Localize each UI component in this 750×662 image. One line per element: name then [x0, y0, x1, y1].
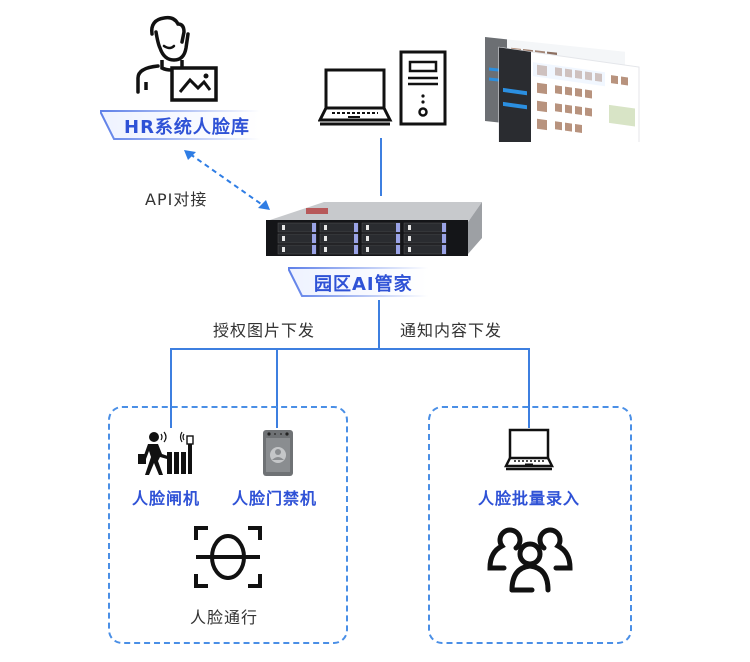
hr-system-banner: HR系统人脸库 [100, 110, 260, 140]
face-pass-label: 人脸通行 [190, 608, 259, 627]
connector-workstation-server [380, 138, 382, 196]
face-gate-label: 人脸闸机 [132, 489, 201, 508]
api-label: API对接 [145, 190, 208, 209]
api-bidirectional-arrow [180, 148, 275, 214]
turnstile-gate-icon [136, 430, 196, 476]
connector-to-face-access [276, 348, 278, 428]
batch-entry-group-box [428, 406, 632, 644]
server-banner: 园区AI管家 [288, 267, 428, 297]
server-label: 园区AI管家 [314, 274, 413, 295]
rack-server-icon [262, 196, 484, 260]
laptop-icon [504, 428, 554, 472]
face-management-software-screenshot [475, 22, 645, 142]
person-with-photo-icon [130, 12, 220, 102]
face-access-group-box [108, 406, 348, 644]
laptop-and-desktop-icon [318, 48, 448, 130]
face-access-label: 人脸门禁机 [232, 489, 318, 508]
user-group-icon [486, 526, 574, 596]
connector-horizontal-bus [170, 348, 530, 350]
hr-system-label: HR系统人脸库 [124, 117, 250, 138]
batch-entry-label: 人脸批量录入 [478, 489, 581, 508]
auth-images-label: 授权图片下发 [213, 321, 316, 340]
access-control-terminal-icon [261, 428, 295, 478]
connector-to-face-gate [170, 348, 172, 428]
connector-server-trunk [378, 300, 380, 350]
connector-to-batch-entry [528, 348, 530, 428]
face-scan-icon [192, 524, 264, 590]
notify-label: 通知内容下发 [400, 321, 503, 340]
